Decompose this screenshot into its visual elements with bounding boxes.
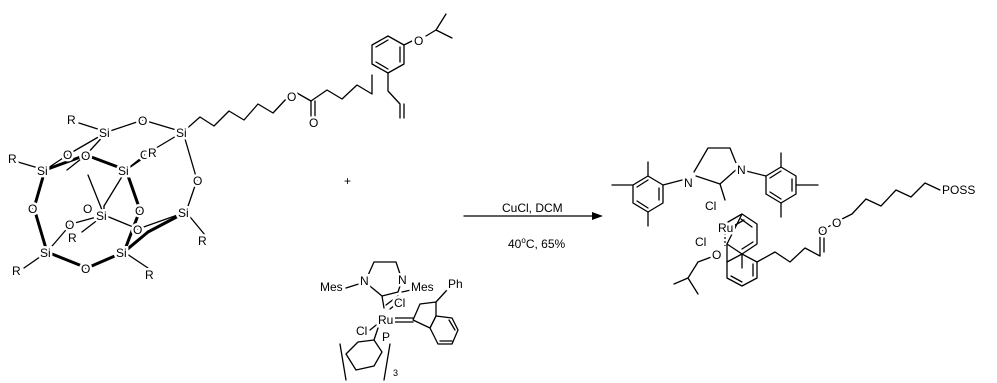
catalyst-bonds [339, 261, 459, 381]
atom-o: O [81, 149, 90, 163]
phenyl-label: Ph [448, 277, 463, 291]
atom-cl: Cl [394, 296, 405, 310]
mesityl-label: Mes [320, 280, 343, 294]
poss-reactant: Si Si Si Si Si Si Si Si O O O O O O O O … [6, 13, 453, 285]
reaction-arrow [463, 212, 603, 220]
product-bonds [611, 147, 941, 295]
atom-o: O [193, 174, 202, 188]
atom-si: Si [176, 126, 187, 140]
mesityl-label: Mes [411, 280, 434, 294]
atom-o: O [63, 148, 72, 162]
poss-catalyst-product: N N Cl Ru Cl O O O POSS [611, 147, 978, 295]
atom-r: R [68, 231, 77, 245]
atom-o: O [133, 223, 142, 237]
catalyst-labels: Mes N N Mes Cl Ru Cl P Ph 3 [318, 271, 466, 381]
alkyl-tether [182, 97, 288, 133]
atom-cl: Cl [705, 199, 716, 213]
atom-o: O [65, 218, 74, 232]
atom-ru: Ru [378, 313, 393, 327]
atom-o: O [309, 116, 318, 130]
atom-o: O [712, 248, 721, 262]
atom-o: O [140, 148, 149, 162]
atom-si: Si [99, 126, 110, 140]
poss-cage-bonds [17, 119, 206, 270]
product-labels: N N Cl Ru Cl O O O POSS [682, 161, 978, 265]
atom-si: Si [178, 206, 189, 220]
atom-r: R [148, 146, 157, 160]
atom-r: R [198, 234, 207, 248]
arrow-head [592, 212, 603, 220]
ester-group [296, 74, 373, 117]
atom-n: N [398, 273, 407, 287]
atom-o: O [28, 202, 37, 216]
atom-si: Si [116, 246, 127, 260]
poss-cage-labels: Si Si Si Si Si Si Si Si O O O O O O O O … [6, 32, 426, 285]
atom-si: Si [40, 246, 51, 260]
atom-r: R [67, 113, 76, 127]
atom-ru: Ru [718, 221, 733, 235]
atom-n: N [684, 176, 693, 190]
conditions-below: 40oC, 65% [508, 236, 565, 251]
plus-sign: + [344, 174, 351, 188]
atom-si: Si [37, 164, 48, 178]
atom-o: O [414, 34, 423, 48]
atom-r: R [145, 268, 154, 282]
subscript-three: 3 [393, 368, 398, 378]
atom-o: O [83, 202, 92, 216]
atom-o: O [81, 262, 90, 276]
atom-r: R [12, 264, 21, 278]
atom-cl: Cl [695, 235, 706, 249]
atom-si: Si [96, 209, 107, 223]
atom-o: O [832, 216, 841, 230]
ruthenium-catalyst: Mes N N Mes Cl Ru Cl P Ph 3 [318, 261, 466, 381]
atom-si: Si [118, 164, 129, 178]
atom-p: P [382, 330, 390, 344]
atom-o: O [138, 114, 147, 128]
aryl-ring [371, 13, 453, 119]
atom-r: R [8, 152, 17, 166]
atom-o: O [818, 224, 827, 238]
atom-n: N [737, 163, 746, 177]
atom-cl: Cl [356, 324, 367, 338]
poss-label: POSS [942, 183, 975, 197]
atom-o: O [287, 90, 296, 104]
atom-o: O [135, 204, 144, 218]
conditions-above: CuCl, DCM [502, 201, 563, 215]
atom-n: N [360, 274, 369, 288]
